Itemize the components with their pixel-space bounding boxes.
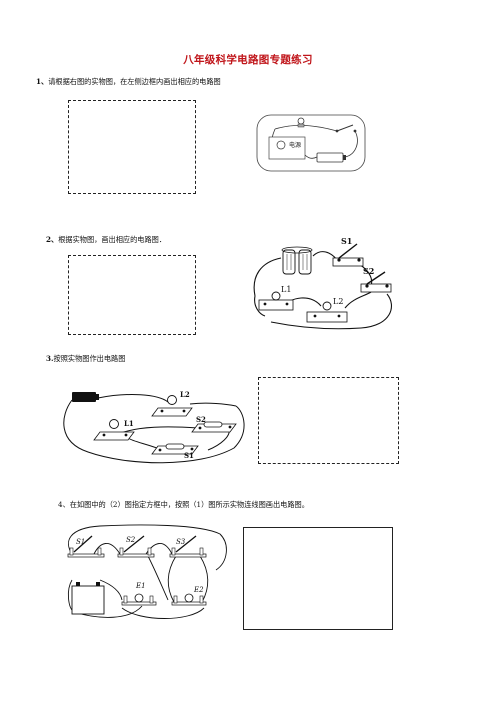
- switch-s2-icon: [360, 271, 392, 293]
- wire: [253, 257, 282, 297]
- wire: [344, 130, 358, 158]
- label-l2: L2: [180, 390, 190, 399]
- label-s1: S1: [76, 538, 85, 546]
- switch-s2-icon: [191, 421, 237, 433]
- wire: [254, 295, 266, 317]
- wire: [68, 524, 227, 571]
- battery-icon: [281, 246, 313, 275]
- wire: [99, 579, 123, 601]
- question-2-number: 2、: [46, 235, 59, 244]
- question-1-number: 1、: [36, 77, 49, 86]
- label-s2: S2: [196, 415, 206, 424]
- switch-s2-icon: [117, 535, 155, 558]
- lamp-l2-icon: [151, 395, 193, 417]
- circuit-board: [256, 114, 366, 172]
- figure-1-label: 电源: [289, 141, 301, 149]
- label-l1: L1: [281, 285, 291, 294]
- label-s2: S2: [363, 266, 374, 276]
- bulb-e2-icon: [171, 593, 207, 606]
- switch-s1-icon: [151, 443, 199, 455]
- wire: [199, 555, 209, 603]
- question-2-answer-box[interactable]: [68, 255, 196, 335]
- battery-icon: [316, 152, 346, 163]
- label-s3: S3: [176, 538, 186, 546]
- bulb-e1-icon: [121, 593, 157, 606]
- question-2-text: 2、根据实物图，画出相应的电路图．: [46, 235, 166, 244]
- lamp-l2-icon: [306, 301, 348, 323]
- switch-s1-icon: [332, 243, 364, 267]
- question-1-answer-box[interactable]: [68, 100, 196, 194]
- question-1-prompt: 请根据右图的实物图，在左侧边框内画出相应的电路图: [48, 77, 221, 86]
- question-2-circuit-figure: S1 S2 L1 L2: [253, 236, 392, 330]
- wire: [147, 555, 169, 601]
- meter-icon: [276, 140, 286, 150]
- question-4-answer-box[interactable]: [243, 527, 393, 630]
- lamp-l1-icon: [93, 419, 135, 441]
- question-2-prompt: 根据实物图，画出相应的电路图．: [58, 235, 167, 244]
- question-4-prompt: 在如图中的（2）图指定方框中，按照（1）图所示实物连线图画出电路图。: [69, 500, 309, 509]
- question-3-circuit-figure: L2 L1 S2 S1: [63, 390, 245, 464]
- wire: [97, 394, 169, 403]
- bulb-icon: [297, 117, 305, 128]
- wire: [167, 555, 177, 603]
- label-s2: S2: [126, 536, 136, 544]
- label-s1: S1: [341, 236, 352, 246]
- question-3-prompt: 按照实物图作出电路图: [53, 354, 126, 363]
- wire: [270, 293, 392, 330]
- battery-icon: [71, 582, 105, 615]
- wire: [121, 607, 205, 619]
- label-e1: E1: [135, 582, 146, 590]
- question-4-text: 4、在如图中的（2）图指定方框中，按照（1）图所示实物连线图画出电路图。: [58, 500, 309, 509]
- page-title: 八年级科学电路图专题练习: [183, 54, 313, 66]
- switch-icon: [335, 124, 357, 133]
- battery-icon: [72, 392, 99, 402]
- lamp-l1-icon: [258, 291, 294, 311]
- question-3-text: 3.按照实物图作出电路图: [46, 354, 125, 363]
- question-3-answer-box[interactable]: [258, 377, 399, 464]
- question-3-number: 3.: [46, 354, 54, 363]
- label-l1: L1: [124, 419, 134, 428]
- question-1-circuit-figure: 电源: [256, 114, 366, 172]
- label-l2: L2: [333, 297, 343, 306]
- wire: [274, 125, 338, 132]
- question-1-text: 1、请根据右图的实物图，在左侧边框内画出相应的电路图: [36, 77, 221, 86]
- label-e2: E2: [193, 586, 204, 594]
- question-4-number: 4、: [58, 500, 70, 509]
- label-s1: S1: [184, 451, 194, 460]
- wire: [63, 399, 245, 464]
- question-4-circuit-figure: S1 S2 S3 E1 E2: [67, 524, 227, 619]
- switch-s1-icon: [67, 535, 105, 558]
- switch-s3-icon: [169, 535, 207, 558]
- wire: [93, 543, 121, 555]
- wire: [189, 402, 237, 407]
- wire: [344, 291, 372, 309]
- wire: [304, 154, 318, 159]
